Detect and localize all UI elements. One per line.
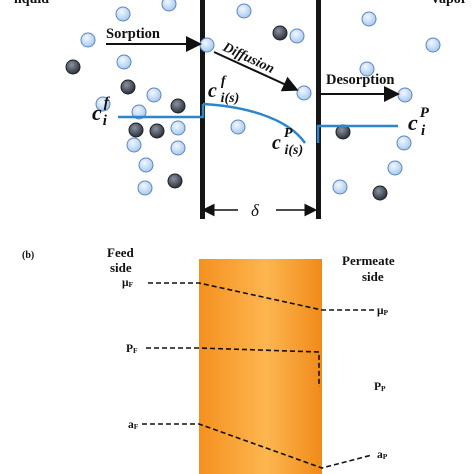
permeant-molecule <box>332 179 348 195</box>
permeant-molecule <box>396 135 412 151</box>
permeant-molecule <box>359 61 375 77</box>
permeant-molecule <box>146 87 162 103</box>
permeant-molecule <box>236 3 252 19</box>
permeant-molecule <box>170 140 186 156</box>
retained-molecule <box>65 59 81 75</box>
permeant-molecule <box>361 11 377 27</box>
permeant-molecule <box>80 32 96 48</box>
panel-b: (b) Feed side Permeate side μF PF aF μP … <box>22 245 395 474</box>
retained-molecule <box>170 98 186 114</box>
permeant-molecule <box>289 28 305 44</box>
permeant-molecule <box>199 37 215 53</box>
permeant-molecule <box>115 6 131 22</box>
membrane-block <box>199 259 322 474</box>
retained-molecule <box>128 122 144 138</box>
mu-permeate-label: μP <box>377 305 389 317</box>
panel-a: liquid vapor Sorption Diffusion Desorpti… <box>14 0 467 220</box>
vapor-label: vapor <box>432 0 467 7</box>
feed-side-label-line1: Feed <box>107 245 134 260</box>
permeant-molecule <box>397 87 413 103</box>
activity-permeate-label: aP <box>377 449 388 461</box>
permeant-molecule <box>137 180 153 196</box>
retained-molecule <box>120 79 136 95</box>
retained-molecule <box>372 185 388 201</box>
desorption-label: Desorption <box>326 72 394 88</box>
process-arrows <box>106 36 400 217</box>
permeant-molecule <box>230 119 246 135</box>
gradient-lines <box>142 282 374 469</box>
permeant-molecule <box>131 104 147 120</box>
liquid-label: liquid <box>14 0 49 7</box>
permeant-molecule <box>116 54 132 70</box>
permeant-molecule <box>138 157 154 173</box>
activity-feed-label: aF <box>128 419 139 431</box>
permeant-molecule <box>161 0 177 12</box>
permeant-molecule <box>170 120 186 136</box>
pressure-feed-label: PF <box>126 343 138 355</box>
permeant-molecule <box>296 85 312 101</box>
permeate-side-label-line1: Permeate <box>342 253 395 268</box>
panel-b-tag: (b) <box>22 250 34 261</box>
diffusion-arrow <box>213 51 299 92</box>
thickness-label: δ <box>251 201 260 220</box>
feed-side-label-line2: side <box>110 260 132 275</box>
permeant-molecule <box>425 37 441 53</box>
retained-molecule <box>167 173 183 189</box>
retained-molecule <box>149 123 165 139</box>
retained-molecule <box>272 25 288 41</box>
permeant-molecule <box>126 137 142 153</box>
mu-feed-label: μF <box>122 277 134 289</box>
permeant-molecule <box>387 160 403 176</box>
molecules <box>65 0 441 201</box>
concentration-profile <box>118 102 398 144</box>
chemical-potential-line <box>148 282 374 311</box>
pressure-line <box>146 347 320 387</box>
permeant-molecule <box>95 96 111 112</box>
permeate-side-label-line2: side <box>362 269 384 284</box>
activity-line <box>142 423 373 469</box>
pressure-permeate-label: PP <box>374 381 386 393</box>
sorption-label: Sorption <box>106 26 160 42</box>
